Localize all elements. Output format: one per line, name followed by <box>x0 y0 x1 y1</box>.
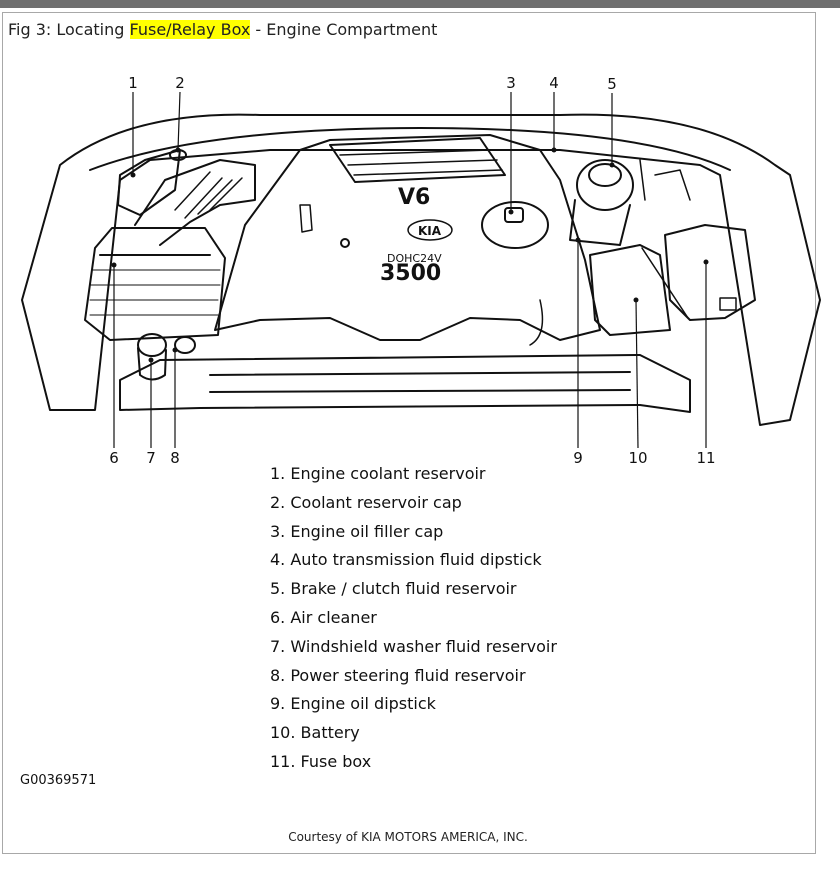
engine-label-line1: DOHC24V <box>387 252 442 265</box>
legend-item: 10. Battery <box>270 723 360 743</box>
leader-10 <box>635 299 639 449</box>
fender-outline <box>21 113 821 426</box>
engine-cover <box>214 134 601 341</box>
legend-item: 3. Engine oil filler cap <box>270 521 444 541</box>
callout-10: 10 <box>628 449 648 467</box>
callout-8: 8 <box>170 449 180 467</box>
top-bar <box>0 0 840 8</box>
engine-label-line2: 3500 <box>380 261 441 286</box>
callout-2: 2 <box>175 74 185 92</box>
power-steering-reservoir <box>174 336 196 354</box>
callout-1: 1 <box>128 74 138 92</box>
battery <box>589 244 671 336</box>
cross-member <box>119 354 691 413</box>
coolant-reservoir <box>117 149 181 216</box>
brake-fluid-reservoir <box>576 159 634 211</box>
legend-item: 6. Air cleaner <box>270 607 377 627</box>
air-cleaner-box <box>84 227 226 341</box>
legend-item: 2. Coolant reservoir cap <box>270 492 462 512</box>
intake-duct <box>134 159 256 246</box>
callout-4: 4 <box>549 74 559 92</box>
legend-item: 7. Windshield washer fluid reservoir <box>270 636 557 656</box>
credit-line: Courtesy of KIA MOTORS AMERICA, INC. <box>288 830 528 844</box>
legend-item: 1. Engine coolant reservoir <box>270 464 486 483</box>
oil-filler-cap <box>481 201 549 249</box>
callout-11: 11 <box>696 449 716 467</box>
legend-item: 8. Power steering fluid reservoir <box>270 665 526 685</box>
callout-5: 5 <box>607 75 617 93</box>
washer-reservoir-cap <box>137 333 167 357</box>
callout-3: 3 <box>506 74 516 92</box>
legend-list: 1. Engine coolant reservoir 2. Coolant r… <box>270 460 557 777</box>
callout-9: 9 <box>573 449 583 467</box>
leader-2 <box>177 91 181 151</box>
figure-id: G00369571 <box>20 773 97 788</box>
hood-line <box>89 127 731 171</box>
legend-item: 5. Brake / clutch fluid reservoir <box>270 579 517 599</box>
title-suffix: - Engine Compartment <box>250 20 438 39</box>
engine-badge: V6 <box>398 185 430 210</box>
legend-item: 9. Engine oil dipstick <box>270 694 436 714</box>
title-prefix: Fig 3: Locating <box>8 20 130 39</box>
engine-brand: KIA <box>418 224 442 238</box>
callout-7: 7 <box>146 449 156 467</box>
callout-6: 6 <box>109 449 119 467</box>
title-highlight: Fuse/Relay Box <box>129 20 251 39</box>
fuse-box <box>664 224 756 321</box>
legend-item: 11. Fuse box <box>270 751 372 771</box>
legend-item: 4. Auto transmission fluid dipstick <box>270 550 542 570</box>
figure-title: Fig 3: Locating Fuse/Relay Box - Engine … <box>8 20 437 39</box>
cover-ribs <box>329 137 506 183</box>
